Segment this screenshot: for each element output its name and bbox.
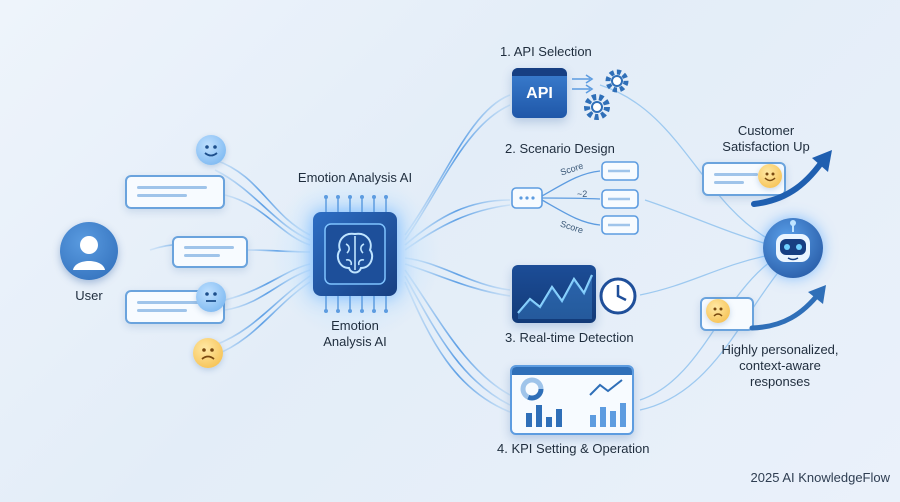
dashboard-icon — [520, 377, 626, 427]
ai-bottom-label: Emotion Analysis AI — [323, 318, 387, 349]
chat-bubble-2 — [172, 236, 248, 268]
step-realtime-detection-title: 3. Real-time Detection — [505, 330, 634, 345]
satisfaction-label: Customer Satisfaction Up — [722, 123, 810, 154]
person-icon — [73, 236, 105, 270]
user-label: User — [75, 288, 103, 303]
worried-emoji-icon — [706, 299, 730, 323]
smile-emoji-icon — [758, 164, 782, 188]
api-panel-text: API — [526, 85, 553, 102]
chat-bubble-1 — [125, 175, 225, 209]
step-kpi-setting-title: 4. KPI Setting & Operation — [497, 441, 650, 456]
scenario-tree — [511, 161, 639, 235]
ai-top-label: Emotion Analysis AI — [297, 170, 413, 185]
chat-bubble-3 — [125, 290, 225, 324]
realtime-chart-panel — [512, 265, 596, 323]
clock-icon — [599, 277, 637, 315]
sad-emoji-icon — [193, 338, 223, 368]
ai-chip — [313, 212, 397, 296]
step-scenario-design-title: 2. Scenario Design — [505, 141, 615, 156]
robot-icon — [763, 218, 823, 278]
trend-up-arrow-2-icon — [749, 285, 826, 331]
gear-icon — [572, 69, 629, 120]
outcome-streams — [599, 84, 781, 411]
responses-label: Highly personalized, context-aware respo… — [721, 342, 839, 389]
brain-icon — [324, 223, 386, 285]
line-chart-icon — [517, 274, 594, 319]
trend-up-arrow-icon — [751, 150, 832, 207]
footer-credit: 2025 AI KnowledgeFlow — [750, 470, 890, 485]
user-avatar — [60, 222, 118, 280]
branch-label-2: ~2 — [577, 189, 588, 199]
neutral-emoji-icon — [196, 282, 226, 312]
api-panel: API — [512, 68, 567, 118]
happy-emoji-icon — [196, 135, 226, 165]
step-api-selection-title: 1. API Selection — [500, 44, 592, 59]
kpi-dashboard-panel — [510, 365, 634, 435]
